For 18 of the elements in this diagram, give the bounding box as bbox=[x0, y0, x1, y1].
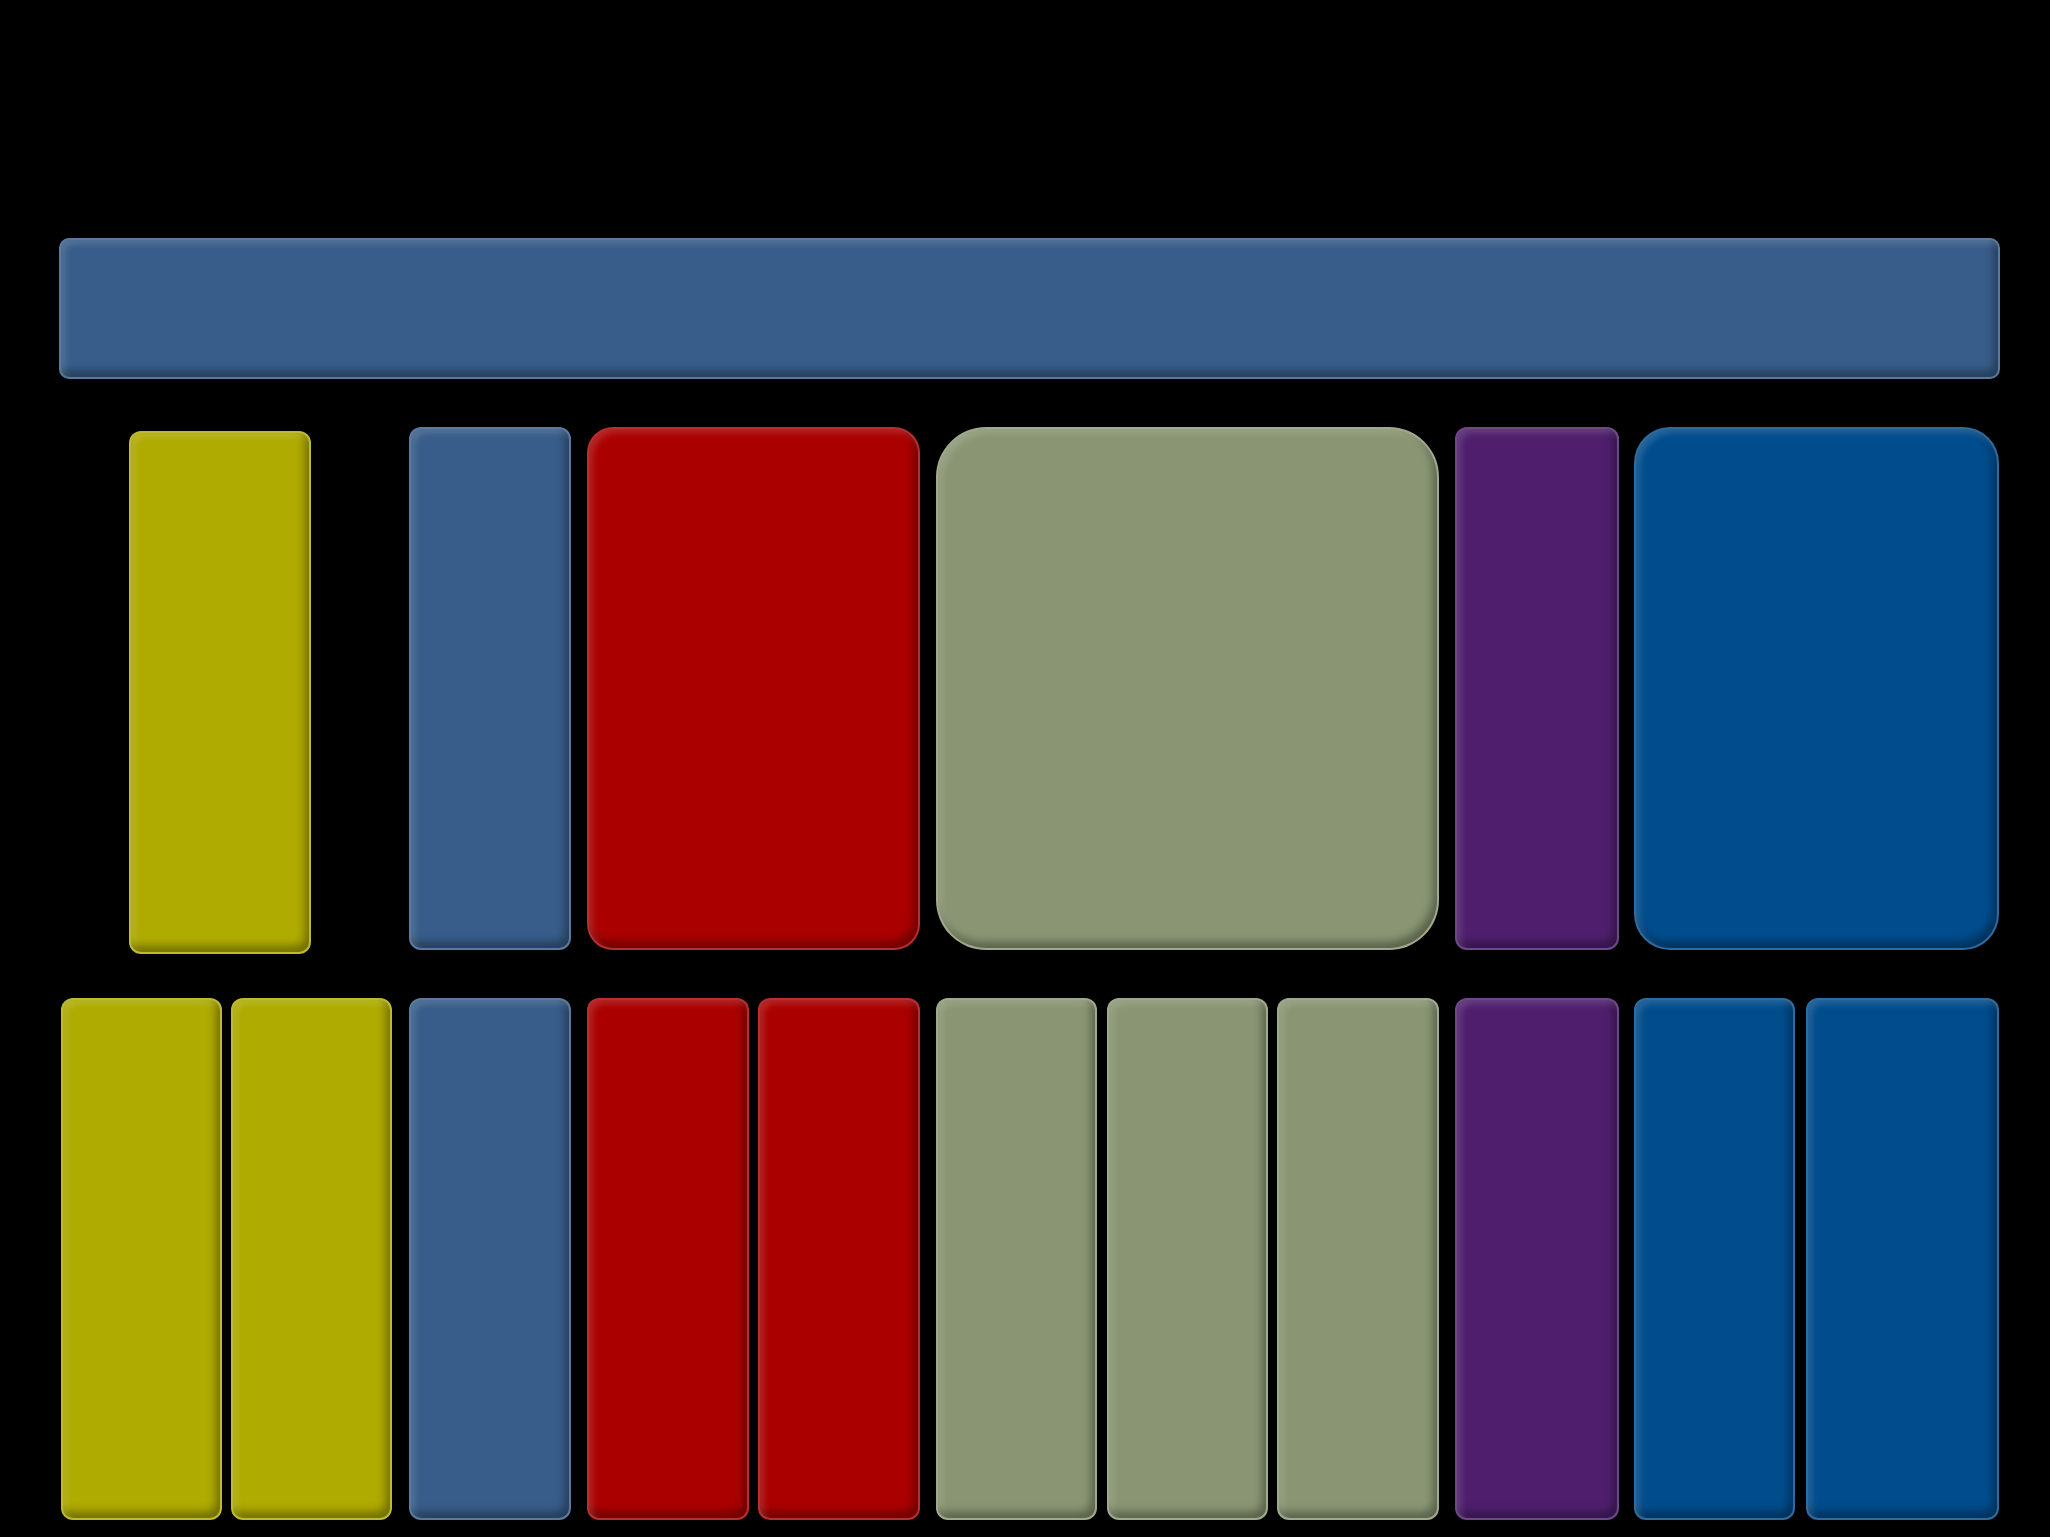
rounded-panel bbox=[1634, 427, 1999, 950]
rounded-panel bbox=[587, 427, 920, 950]
rounded-panel bbox=[409, 998, 571, 1520]
rounded-panel bbox=[1277, 998, 1439, 1520]
rounded-panel bbox=[1634, 998, 1795, 1520]
rounded-panel bbox=[409, 427, 571, 950]
rounded-panel bbox=[1455, 427, 1619, 950]
rounded-panel bbox=[936, 998, 1097, 1520]
rounded-panel bbox=[936, 427, 1439, 950]
rounded-panel bbox=[61, 998, 222, 1520]
rounded-panel bbox=[129, 431, 311, 954]
rounded-panel bbox=[1455, 998, 1619, 1520]
rounded-panel bbox=[231, 998, 392, 1520]
rounded-panel bbox=[1107, 998, 1268, 1520]
rounded-panel bbox=[587, 998, 749, 1520]
rounded-panel bbox=[758, 998, 920, 1520]
rounded-panel bbox=[1806, 998, 1999, 1520]
rounded-panel bbox=[59, 238, 2000, 379]
